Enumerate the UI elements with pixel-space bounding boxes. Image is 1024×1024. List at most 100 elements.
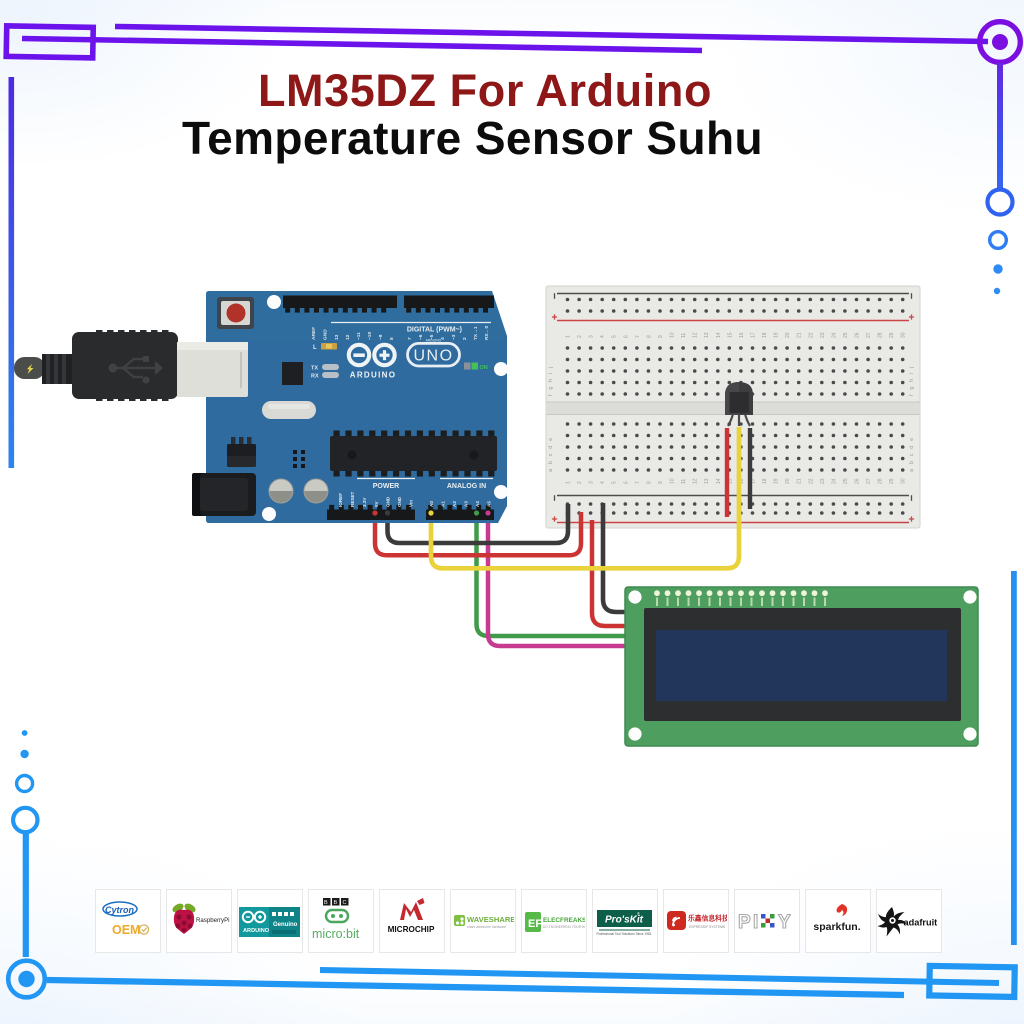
svg-text:5: 5 [612,481,618,484]
svg-text:3.3V: 3.3V [362,497,367,507]
svg-text:24: 24 [831,332,837,338]
svg-text:15: 15 [727,332,733,338]
svg-text:ESPRESSIF SYSTEMS: ESPRESSIF SYSTEMS [689,925,726,929]
svg-text:share awesome hardware: share awesome hardware [467,925,506,929]
svg-text:30: 30 [901,478,907,484]
svg-text:2: 2 [577,335,583,338]
svg-text:9: 9 [658,481,664,484]
svg-text:28: 28 [878,332,884,338]
svg-text:A0: A0 [429,501,434,507]
svg-text:6: 6 [623,335,629,338]
svg-text:2: 2 [462,337,468,340]
svg-text:2: 2 [577,481,583,484]
svg-text:ON: ON [480,365,488,371]
svg-text:6: 6 [623,481,629,484]
svg-text:3: 3 [589,335,595,338]
svg-text:~5: ~5 [429,334,435,340]
svg-text:13: 13 [704,478,710,484]
svg-text:28: 28 [878,478,884,484]
svg-text:7: 7 [635,481,641,484]
svg-text:19: 19 [774,478,780,484]
svg-text:17: 17 [751,478,757,484]
svg-text:27: 27 [866,332,872,338]
svg-text:A1: A1 [441,501,446,507]
svg-text:5V: 5V [374,500,379,507]
svg-text:I: I [753,912,758,933]
svg-text:C: C [343,900,347,906]
svg-text:MICROCHIP: MICROCHIP [388,925,435,934]
svg-text:A4: A4 [475,501,480,507]
svg-text:L: L [313,345,317,351]
svg-text:micro:bit: micro:bit [312,927,360,941]
svg-text:Professional Tool Solutions Si: Professional Tool Solutions Since 1981 [596,932,651,936]
svg-text:B: B [334,900,338,906]
svg-text:4: 4 [440,337,446,340]
svg-text:9: 9 [658,335,664,338]
svg-text:OEM: OEM [112,923,140,937]
svg-text:26: 26 [855,332,861,338]
svg-text:1: 1 [566,481,572,484]
svg-text:21: 21 [797,332,803,338]
svg-text:26: 26 [855,478,861,484]
svg-text:ELECFREAKS: ELECFREAKS [543,917,585,924]
svg-text:~10: ~10 [367,332,373,340]
svg-text:16: 16 [739,478,745,484]
svg-text:30: 30 [901,332,907,338]
svg-text:7: 7 [407,337,413,340]
svg-text:12: 12 [693,478,699,484]
svg-text:~11: ~11 [356,332,362,340]
svg-text:GND: GND [323,329,329,340]
svg-text:10: 10 [670,478,676,484]
svg-text:20: 20 [785,332,791,338]
svg-text:13: 13 [334,334,340,340]
svg-text:24: 24 [831,478,837,484]
svg-text:20: 20 [785,478,791,484]
svg-text:27: 27 [866,478,872,484]
svg-text:Cytron: Cytron [105,905,135,915]
svg-text:~6: ~6 [418,334,424,340]
svg-text:A2: A2 [452,501,457,507]
svg-text:adafruit: adafruit [904,918,938,928]
svg-text:22: 22 [808,478,814,484]
svg-text:DO ENGINEERING YOUR WAYS: DO ENGINEERING YOUR WAYS [543,925,585,929]
svg-text:7: 7 [635,335,641,338]
svg-text:8: 8 [389,337,395,340]
svg-text:RESET: RESET [350,491,355,507]
svg-text:11: 11 [681,479,687,484]
svg-text:Genuino: Genuino [273,922,298,928]
svg-text:TX: TX [311,366,318,372]
svg-text:~9: ~9 [378,334,384,340]
svg-text:17: 17 [751,332,757,338]
svg-text:P: P [738,912,751,933]
svg-text:13: 13 [704,332,710,338]
svg-text:22: 22 [808,332,814,338]
svg-text:29: 29 [889,478,895,484]
svg-text:UNO: UNO [413,348,453,365]
svg-text:ANALOG IN: ANALOG IN [447,483,486,490]
svg-text:16: 16 [739,332,745,338]
svg-text:~3: ~3 [451,334,457,340]
svg-text:abcde: abcde [909,433,915,472]
svg-text:3: 3 [589,481,595,484]
svg-text:19: 19 [774,332,780,338]
svg-text:18: 18 [762,478,768,484]
svg-text:Pro'sKit: Pro'sKit [605,915,644,926]
svg-text:A3: A3 [464,501,469,507]
svg-text:A5: A5 [487,501,492,507]
svg-text:AREF: AREF [311,327,317,340]
svg-text:fghij: fghij [909,362,915,396]
svg-text:8: 8 [646,481,652,484]
svg-text:DIGITAL (PWM~): DIGITAL (PWM~) [407,327,462,334]
svg-text:5: 5 [612,335,618,338]
svg-text:EF: EF [528,918,542,930]
svg-text:25: 25 [843,332,849,338]
svg-text:29: 29 [889,332,895,338]
svg-text:RX: RX [311,374,319,380]
svg-text:RX←0: RX←0 [484,326,490,340]
svg-text:®: ® [637,911,640,916]
svg-text:ARDUINO: ARDUINO [350,371,396,380]
svg-text:ARDUINO: ARDUINO [426,339,442,343]
svg-text:RaspberryPi: RaspberryPi [196,917,230,924]
svg-text:4: 4 [600,481,606,484]
svg-text:Y: Y [778,912,791,933]
